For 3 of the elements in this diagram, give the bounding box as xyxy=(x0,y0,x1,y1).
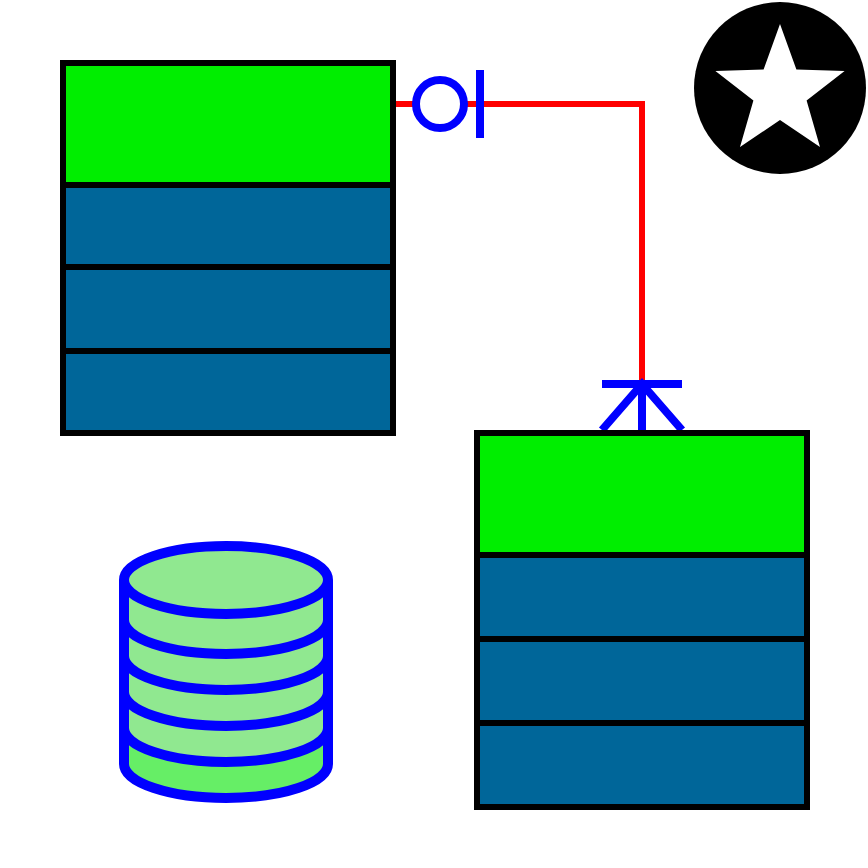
relationship-line xyxy=(396,66,686,434)
entity-table xyxy=(474,430,810,810)
entity-table xyxy=(60,60,396,436)
